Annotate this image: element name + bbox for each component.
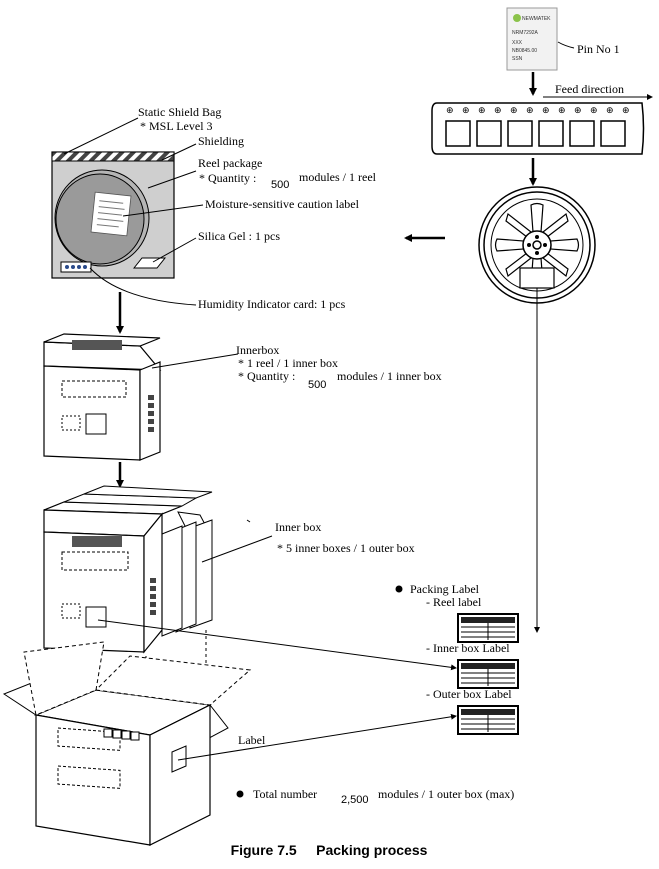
pin1-dot-icon <box>513 14 521 22</box>
total-bullet <box>236 790 244 798</box>
total-value: 2,500 <box>341 794 369 806</box>
svg-text:⊕: ⊕ <box>510 106 518 116</box>
chip-brand: NEWMATEK <box>522 16 551 22</box>
moisture-label-text: Moisture-sensitive caution label <box>205 197 360 211</box>
innerbox-quantity-suffix: modules / 1 inner box <box>337 369 442 383</box>
svg-text:⊕: ⊕ <box>606 106 614 116</box>
arrow-innerbox-label <box>97 619 457 671</box>
svg-text:⊕: ⊕ <box>478 106 486 116</box>
innerbox-tape <box>72 340 122 350</box>
stack-leader <box>201 535 273 563</box>
svg-text:⊕: ⊕ <box>622 106 630 116</box>
chip-line2: NB0845.00 <box>512 48 537 54</box>
module-chip: NEWMATEK NRM7292A XXX NB0845.00 SSN <box>506 7 558 71</box>
total-suffix: modules / 1 outer box (max) <box>378 787 514 801</box>
reel-label-card <box>457 613 519 643</box>
static-shield-label: Static Shield Bag <box>138 105 221 119</box>
chip-line1: XXX <box>512 40 523 46</box>
innerbox-leader <box>151 353 239 369</box>
silica-gel-label: Silica Gel : 1 pcs <box>198 229 280 243</box>
outer-box <box>2 641 252 846</box>
innerbox-print-area <box>61 380 127 398</box>
bag-leader-lines <box>63 117 204 306</box>
carrier-tape: ⊕ ⊕ ⊕ ⊕ ⊕ ⊕ ⊕ ⊕ ⊕ ⊕ ⊕ ⊕ <box>431 102 645 155</box>
svg-text:⊕: ⊕ <box>542 106 550 116</box>
svg-text:⊕: ⊕ <box>462 106 470 116</box>
chip-line3: SSN <box>512 56 523 62</box>
reel-label-sticker <box>519 267 555 289</box>
inner-box-stack <box>43 485 213 654</box>
packing-label-bullet <box>395 585 403 593</box>
innerbox-quantity-value: 500 <box>308 379 326 391</box>
humidity-card-label: Humidity Indicator card: 1 pcs <box>198 297 346 311</box>
innerbox-title: Innerbox <box>236 343 279 357</box>
inner-box <box>43 333 162 461</box>
static-shield-bag <box>51 151 175 279</box>
svg-text:⊕: ⊕ <box>574 106 582 116</box>
innerbox-quantity-prefix: * Quantity : <box>238 369 295 383</box>
svg-text:⊕: ⊕ <box>494 106 502 116</box>
inner-box-label-text: - Inner box Label <box>426 641 510 655</box>
innerbox-reel-count: * 1 reel / 1 inner box <box>238 356 338 370</box>
outer-label-text: Label <box>238 733 266 747</box>
outer-box-label-text: - Outer box Label <box>426 687 512 701</box>
pin-label: Pin No 1 <box>577 42 620 56</box>
stack-count-label: * 5 inner boxes / 1 outer box <box>277 541 415 555</box>
reel-quantity-prefix: * Quantity : <box>199 171 256 185</box>
chip-part: NRM7292A <box>512 30 539 36</box>
humidity-indicator-card <box>60 261 92 273</box>
reel <box>478 186 596 304</box>
feed-direction-label: Feed direction <box>555 82 624 96</box>
reel-quantity-value: 500 <box>271 179 289 191</box>
svg-text:⊕: ⊕ <box>558 106 566 116</box>
packing-label-title: Packing Label <box>410 582 480 596</box>
svg-text:⊕: ⊕ <box>590 106 598 116</box>
svg-text:⊕: ⊕ <box>526 106 534 116</box>
reel-package-label: Reel package <box>198 156 262 170</box>
arrow-outerbox-label <box>177 713 457 761</box>
reel-quantity-suffix: modules / 1 reel <box>299 170 377 184</box>
innerbox-label-sticker <box>85 413 107 435</box>
figure-caption: Figure 7.5 Packing process <box>231 842 428 858</box>
pin-leader-line <box>557 41 575 49</box>
stack-inner-box-label: Inner box <box>275 520 321 534</box>
outer-box-label-card <box>457 705 519 735</box>
total-prefix: Total number <box>253 787 317 801</box>
msl-label: * MSL Level 3 <box>140 119 213 133</box>
inner-box-label-card <box>457 659 519 689</box>
reel-label-text: - Reel label <box>426 595 482 609</box>
shielding-label: Shielding <box>198 134 244 148</box>
svg-text:⊕: ⊕ <box>446 106 454 116</box>
outer-box-label-sticker <box>171 745 187 773</box>
silica-gel-pack <box>132 257 167 269</box>
